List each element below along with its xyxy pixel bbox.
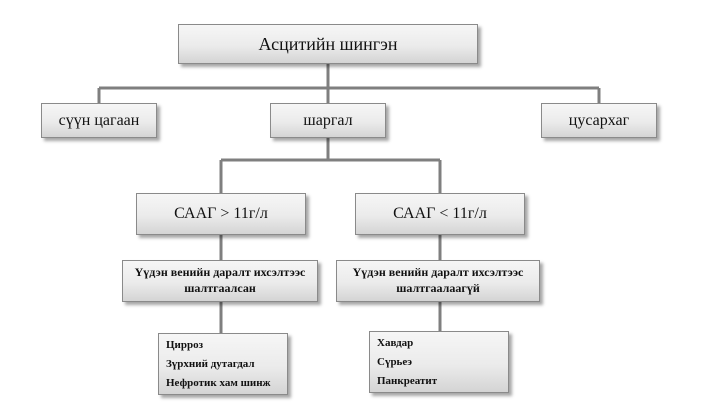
root-node-label: Асцитийн шингэн xyxy=(258,33,398,54)
saag-high-node: СААГ > 11г/л xyxy=(136,193,306,235)
bloody-label: цусархаг xyxy=(568,111,630,129)
saag-low-label: СААГ < 11г/л xyxy=(393,205,487,222)
milky-white-label: сүүн цагаан xyxy=(58,111,140,129)
portal-causes-list: Цирроз Зүрхний дутагдал Нефротик хам шин… xyxy=(158,333,288,395)
portal-hypertension-label: Үүдэн венийн даралт ихсэлтээс шалтгаалса… xyxy=(134,265,306,295)
list-item: Нефротик хам шинж xyxy=(166,376,271,389)
saag-low-node: СААГ < 11г/л xyxy=(355,193,525,235)
list-item: Зүрхний дутагдал xyxy=(166,357,255,370)
non-portal-hypertension-node: Үүдэн венийн даралт ихсэлтээс шалтгаалаа… xyxy=(336,260,540,302)
non-portal-hypertension-label: Үүдэн венийн даралт ихсэлтээс шалтгаалаа… xyxy=(352,265,524,295)
root-node: Асцитийн шингэн xyxy=(178,24,478,64)
non-portal-causes-list: Хавдар Сүрьеэ Панкреатит xyxy=(369,331,509,393)
saag-high-label: СААГ > 11г/л xyxy=(174,205,268,222)
list-item: Цирроз xyxy=(166,338,204,351)
list-item: Хавдар xyxy=(377,336,414,349)
portal-hypertension-node: Үүдэн венийн даралт ихсэлтээс шалтгаалса… xyxy=(122,260,318,302)
yellow-label: шаргал xyxy=(303,111,353,129)
bloody-node: цусархаг xyxy=(541,103,657,138)
list-item: Сүрьеэ xyxy=(377,355,413,368)
yellow-node: шаргал xyxy=(270,103,386,138)
list-item: Панкреатит xyxy=(377,374,438,387)
milky-white-node: сүүн цагаан xyxy=(41,103,157,138)
